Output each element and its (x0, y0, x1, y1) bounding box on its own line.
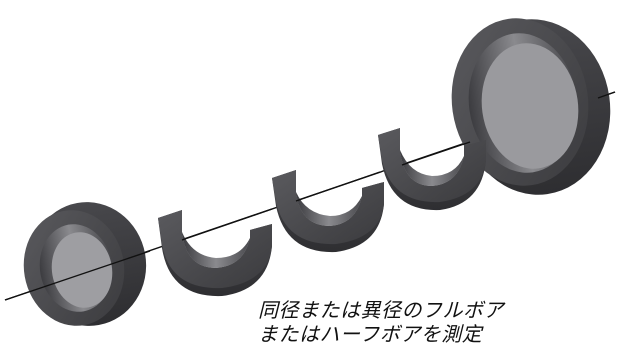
axis-line-front-mid2 (295, 171, 381, 202)
caption-line-2: またはハーフボアを測定 (258, 322, 483, 346)
axis-line-front-right (401, 141, 471, 166)
half-bore-segment-2 (272, 170, 384, 253)
full-bore-ring-large (451, 18, 611, 195)
half-bore-segment-1 (158, 210, 272, 297)
axis-line-front-mid (181, 208, 273, 241)
half-bore-segment-3 (378, 128, 486, 211)
axis-line-exit (597, 91, 616, 99)
axis-line-front (4, 250, 151, 301)
caption-line-1: 同径または異径のフルボア (258, 298, 504, 322)
full-bore-ring-small (23, 202, 147, 326)
caption: 同径または異径のフルボア またはハーフボアを測定 (258, 298, 598, 346)
